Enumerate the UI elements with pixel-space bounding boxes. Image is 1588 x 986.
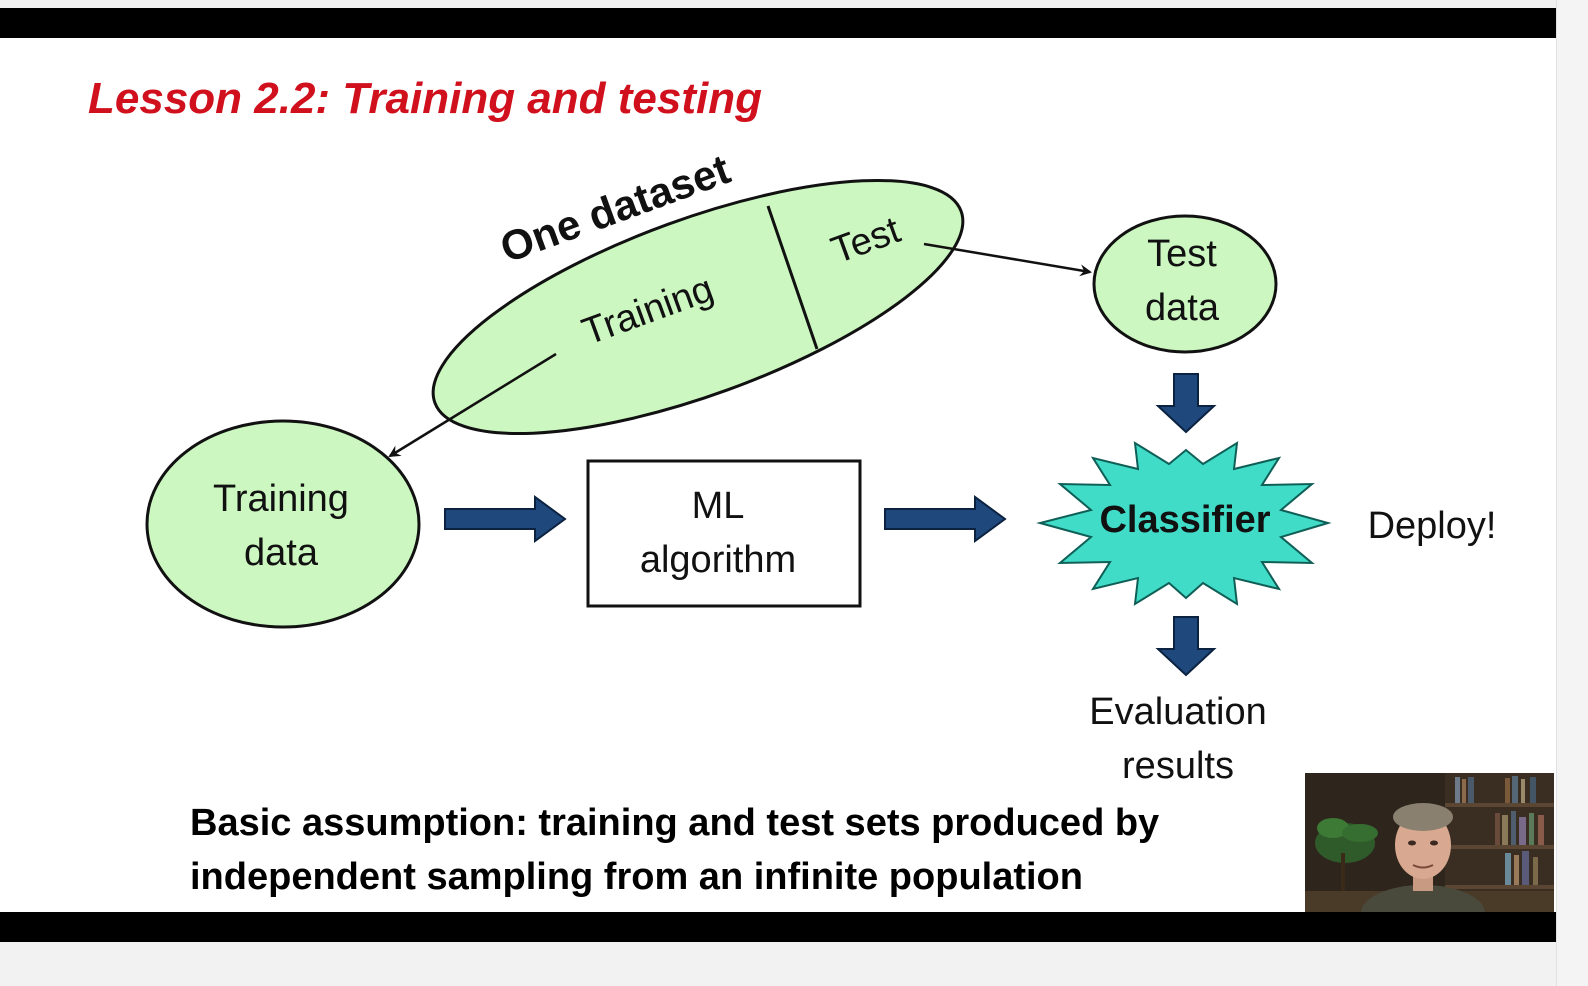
letterbox-bottom [0, 912, 1556, 942]
test-data-ellipse [1092, 214, 1278, 354]
arrow-ml-to-classifier [884, 495, 1007, 543]
arrow-classifier-to-evaluation [1155, 616, 1217, 677]
test-data-label-line1: Test [1147, 233, 1217, 275]
basic-assumption-text: Basic assumption: training and test sets… [190, 796, 1290, 904]
classifier-label: Classifier [1099, 499, 1270, 541]
dataset-split-line [766, 205, 819, 350]
presenter-video-icon [1305, 773, 1554, 912]
training-data-ellipse [145, 419, 421, 629]
letterbox-top [0, 8, 1556, 38]
training-testing-diagram: One dataset Training Test Test data Trai… [145, 145, 1497, 787]
evaluation-label-line2: results [1122, 745, 1234, 787]
ml-algorithm-box [586, 459, 862, 608]
assumption-line: Basic assumption: training and test sets… [190, 802, 1160, 844]
arrow-to-training-data [388, 352, 557, 458]
ml-algorithm-label-line2: algorithm [640, 539, 796, 581]
test-data-label-line2: data [1145, 287, 1220, 329]
presenter-webcam [1305, 773, 1554, 912]
ml-algorithm-label-line1: ML [692, 485, 745, 527]
classifier-starburst [1036, 441, 1332, 606]
lesson-title: Lesson 2.2: Training and testing [88, 74, 762, 123]
arrow-training-to-ml [444, 495, 567, 543]
dataset-ellipse [431, 178, 965, 436]
arrow-to-test-data [923, 242, 1092, 277]
training-data-label-line2: data [244, 532, 319, 574]
training-data-label-line1: Training [213, 478, 349, 520]
deploy-label: Deploy! [1368, 505, 1497, 547]
evaluation-label-line1: Evaluation [1089, 691, 1266, 733]
window-edge [1556, 0, 1588, 986]
assumption-line: independent sampling from an infinite po… [190, 856, 1083, 898]
arrow-test-to-classifier [1155, 373, 1217, 434]
